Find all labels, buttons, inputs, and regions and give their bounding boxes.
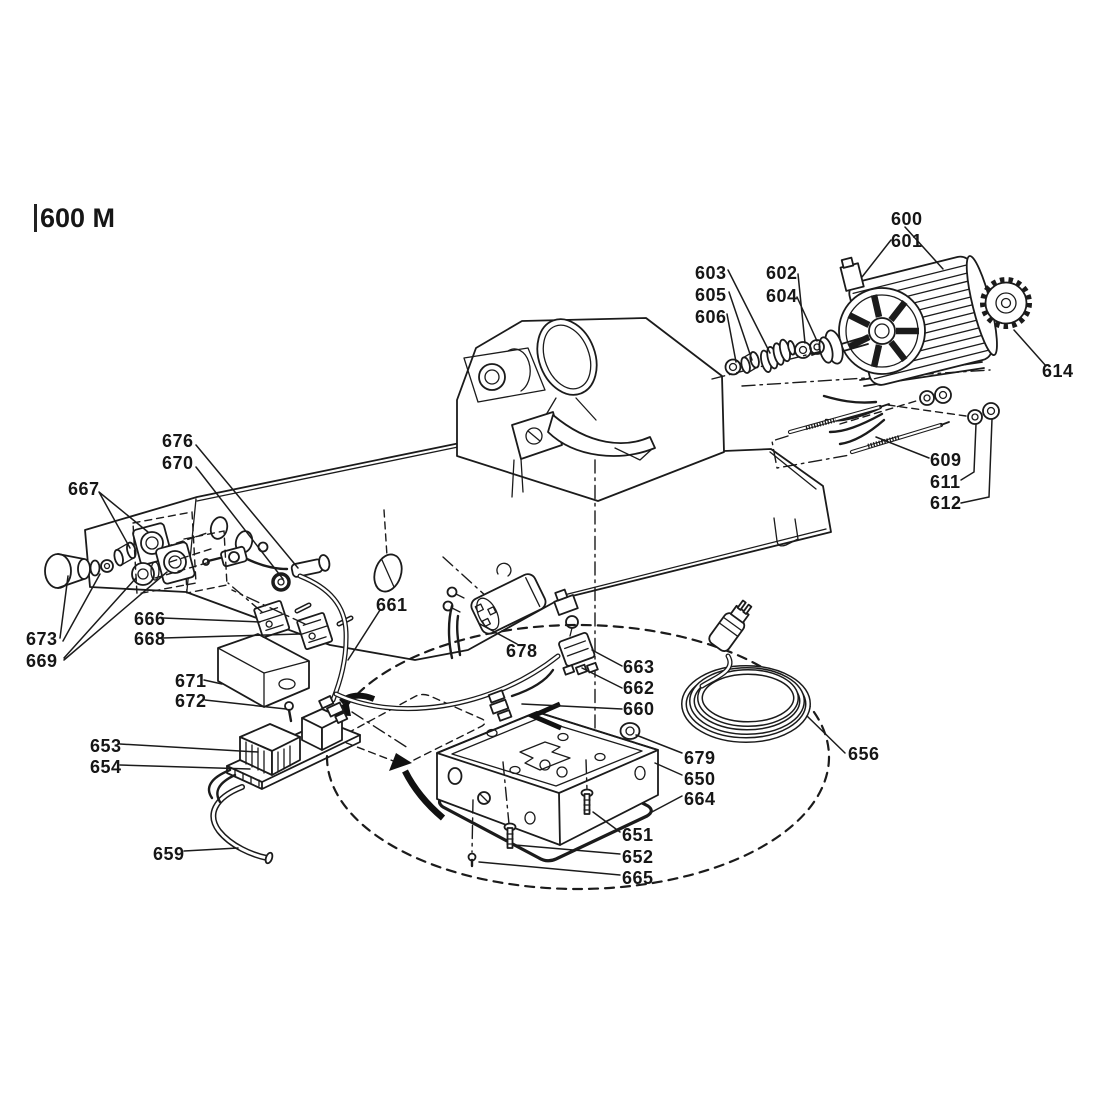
transformer bbox=[239, 723, 301, 776]
screw-672 bbox=[284, 701, 294, 723]
power-inlet bbox=[220, 545, 248, 568]
plug bbox=[708, 599, 753, 652]
fuse-holder bbox=[271, 554, 331, 592]
drive-parts bbox=[724, 338, 825, 376]
motor bbox=[811, 255, 998, 446]
switch-666 bbox=[253, 600, 291, 639]
base-box bbox=[436, 711, 659, 846]
capacitor bbox=[442, 562, 547, 635]
bracket-671 bbox=[217, 633, 310, 708]
tie-rods bbox=[771, 386, 1000, 469]
gear bbox=[980, 277, 1032, 329]
leader-lines bbox=[59, 226, 1047, 876]
assembly-arrow-2 bbox=[389, 753, 446, 821]
connector-660 bbox=[487, 668, 555, 722]
assembly-arrow-3 bbox=[526, 701, 562, 731]
switch-668 bbox=[296, 612, 334, 651]
grinder-head bbox=[456, 317, 725, 502]
power-cord bbox=[681, 599, 811, 743]
switch-662 bbox=[553, 588, 599, 676]
screw-651 bbox=[580, 759, 594, 815]
cable-659 bbox=[207, 768, 274, 865]
page-title: 600 M bbox=[34, 204, 115, 232]
knob-parts bbox=[44, 511, 215, 595]
screw-652 bbox=[502, 761, 517, 849]
pcb-board bbox=[226, 708, 361, 790]
screw-665 bbox=[467, 799, 477, 868]
nut-679 bbox=[619, 722, 641, 740]
wire-harness bbox=[245, 557, 561, 724]
axis-line-pcb bbox=[351, 711, 409, 749]
